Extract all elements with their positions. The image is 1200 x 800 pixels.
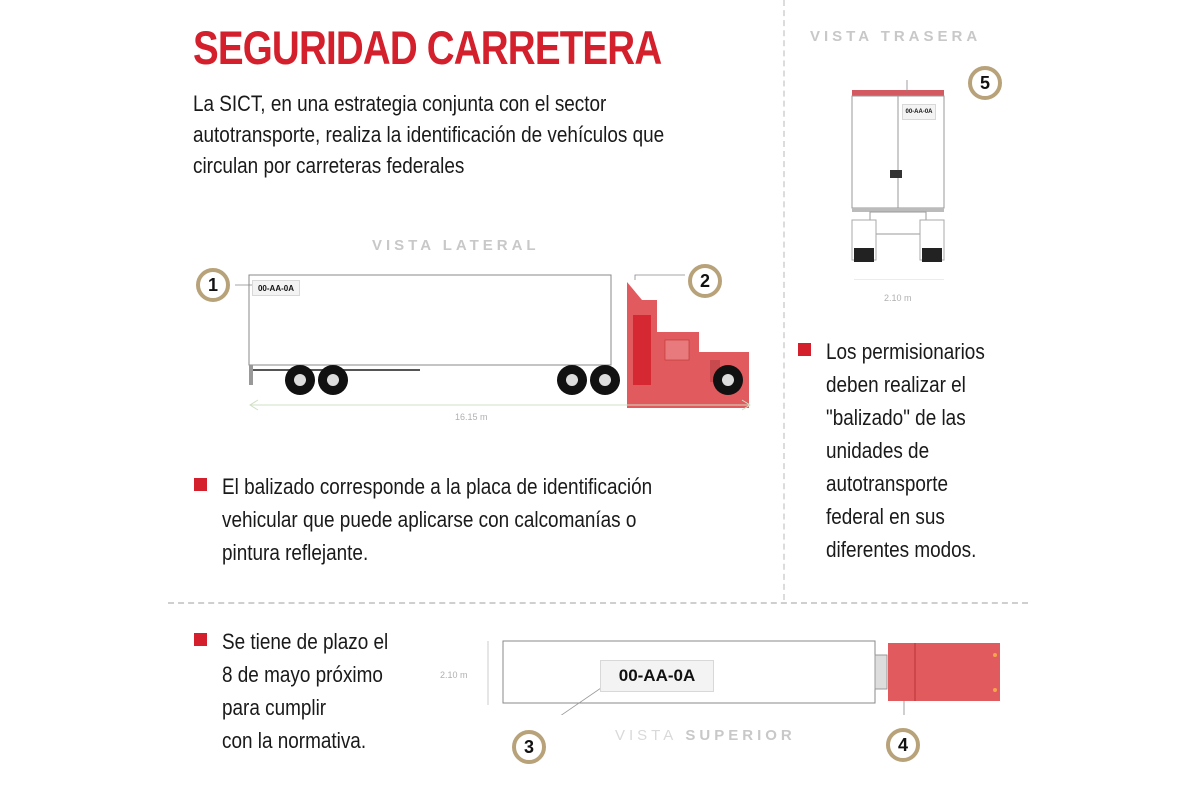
marker-1: 1 — [196, 268, 230, 302]
rear-view-truck — [840, 75, 960, 281]
lateral-view-label: VISTA LATERAL — [372, 237, 540, 254]
marker-3: 3 — [512, 730, 546, 764]
side-truck-icon — [235, 274, 751, 411]
top-truck-icon — [487, 640, 1000, 741]
side-length-dimension: 16.15 m — [455, 412, 488, 422]
page-title: SEGURIDAD CARRETERA — [193, 21, 662, 74]
bullet-square-icon — [194, 633, 207, 646]
top-plate: 00-AA-0A — [600, 660, 714, 692]
top-width-dimension: 2.10 m — [440, 670, 468, 680]
rear-plate: 00-AA-0A — [902, 104, 936, 120]
intro-text: La SICT, en una estrategia conjunta con … — [193, 91, 665, 178]
marker-4: 4 — [886, 728, 920, 762]
vertical-divider — [783, 0, 785, 600]
bullet-balizado: El balizado corresponde a la placa de id… — [194, 470, 722, 569]
side-view-truck — [180, 260, 760, 430]
marker-2: 2 — [688, 264, 722, 298]
side-plate: 00-AA-0A — [252, 280, 300, 296]
rear-view-label: VISTA TRASERA — [810, 28, 982, 45]
bullet-permisionarios: Los permisionarios deben realizar el "ba… — [798, 335, 1011, 566]
rear-width-dimension: 2.10 m — [884, 293, 912, 303]
bullet-plazo: Se tiene de plazo el 8 de mayo próximo p… — [194, 625, 415, 757]
bullet-square-icon — [194, 478, 207, 491]
marker-5: 5 — [968, 66, 1002, 100]
top-view-label: VISTA SUPERIOR — [615, 727, 796, 744]
rear-truck-icon — [851, 75, 945, 281]
top-view-truck — [470, 635, 1010, 741]
horizontal-divider — [168, 602, 1028, 604]
bullet-square-icon — [798, 343, 811, 356]
